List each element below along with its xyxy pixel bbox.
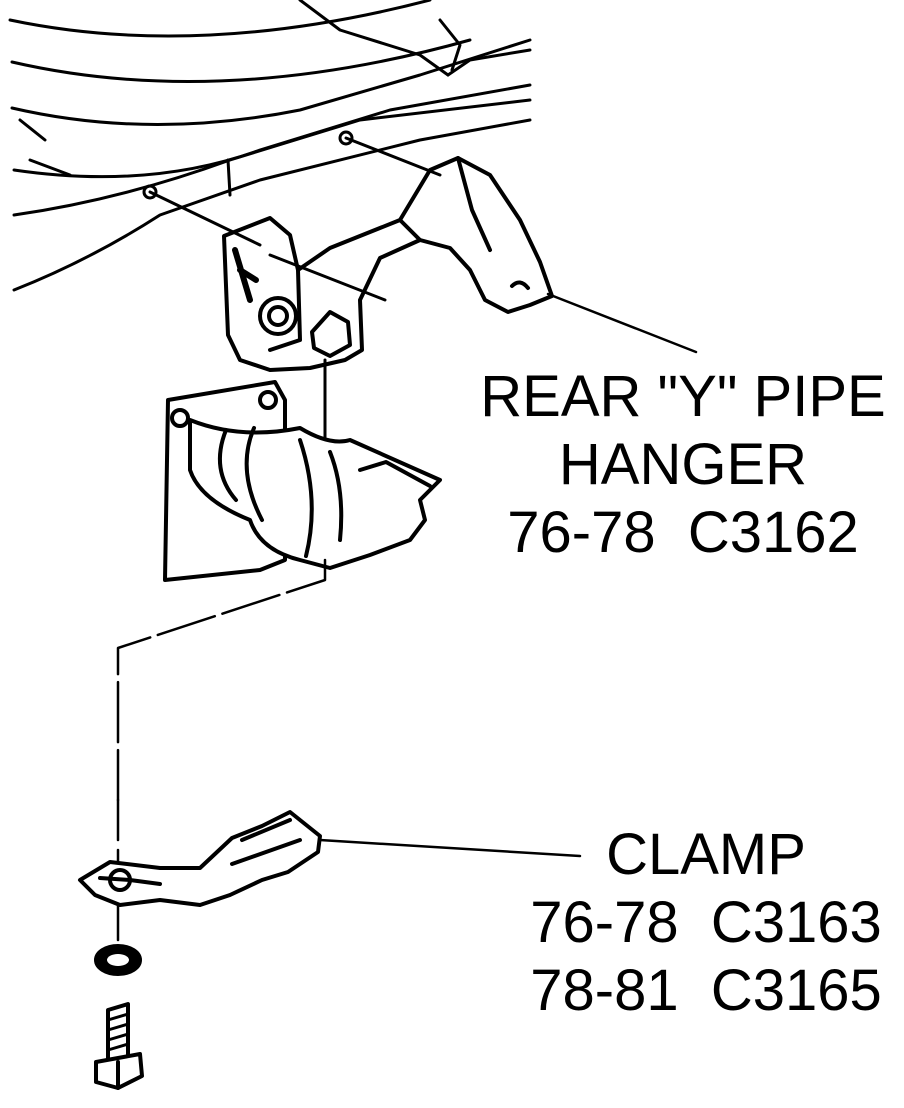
hanger-part-number: 76-78 C3162 <box>507 500 859 565</box>
hanger-name-line1: REAR "Y" PIPE <box>480 364 886 429</box>
body-panel <box>8 0 532 292</box>
bolt <box>94 1002 144 1090</box>
mounting-studs <box>142 130 442 247</box>
clamp-part-number-2: 78-81 C3165 <box>530 958 882 1023</box>
y-pipe-hanger <box>222 156 554 442</box>
hanger-callout: REAR "Y" PIPE HANGER 76-78 C3162 <box>478 368 888 572</box>
clamp-strap <box>78 810 322 907</box>
washer <box>94 944 142 976</box>
clamp-callout: CLAMP 76-78 C3163 78-81 C3165 <box>528 826 884 1030</box>
clamp-part-number-1: 76-78 C3163 <box>530 890 882 955</box>
hanger-name-line2: HANGER <box>558 432 808 497</box>
clamp-name: CLAMP <box>606 822 806 887</box>
exhaust-pipe <box>163 380 442 582</box>
leader-lines <box>318 292 698 858</box>
